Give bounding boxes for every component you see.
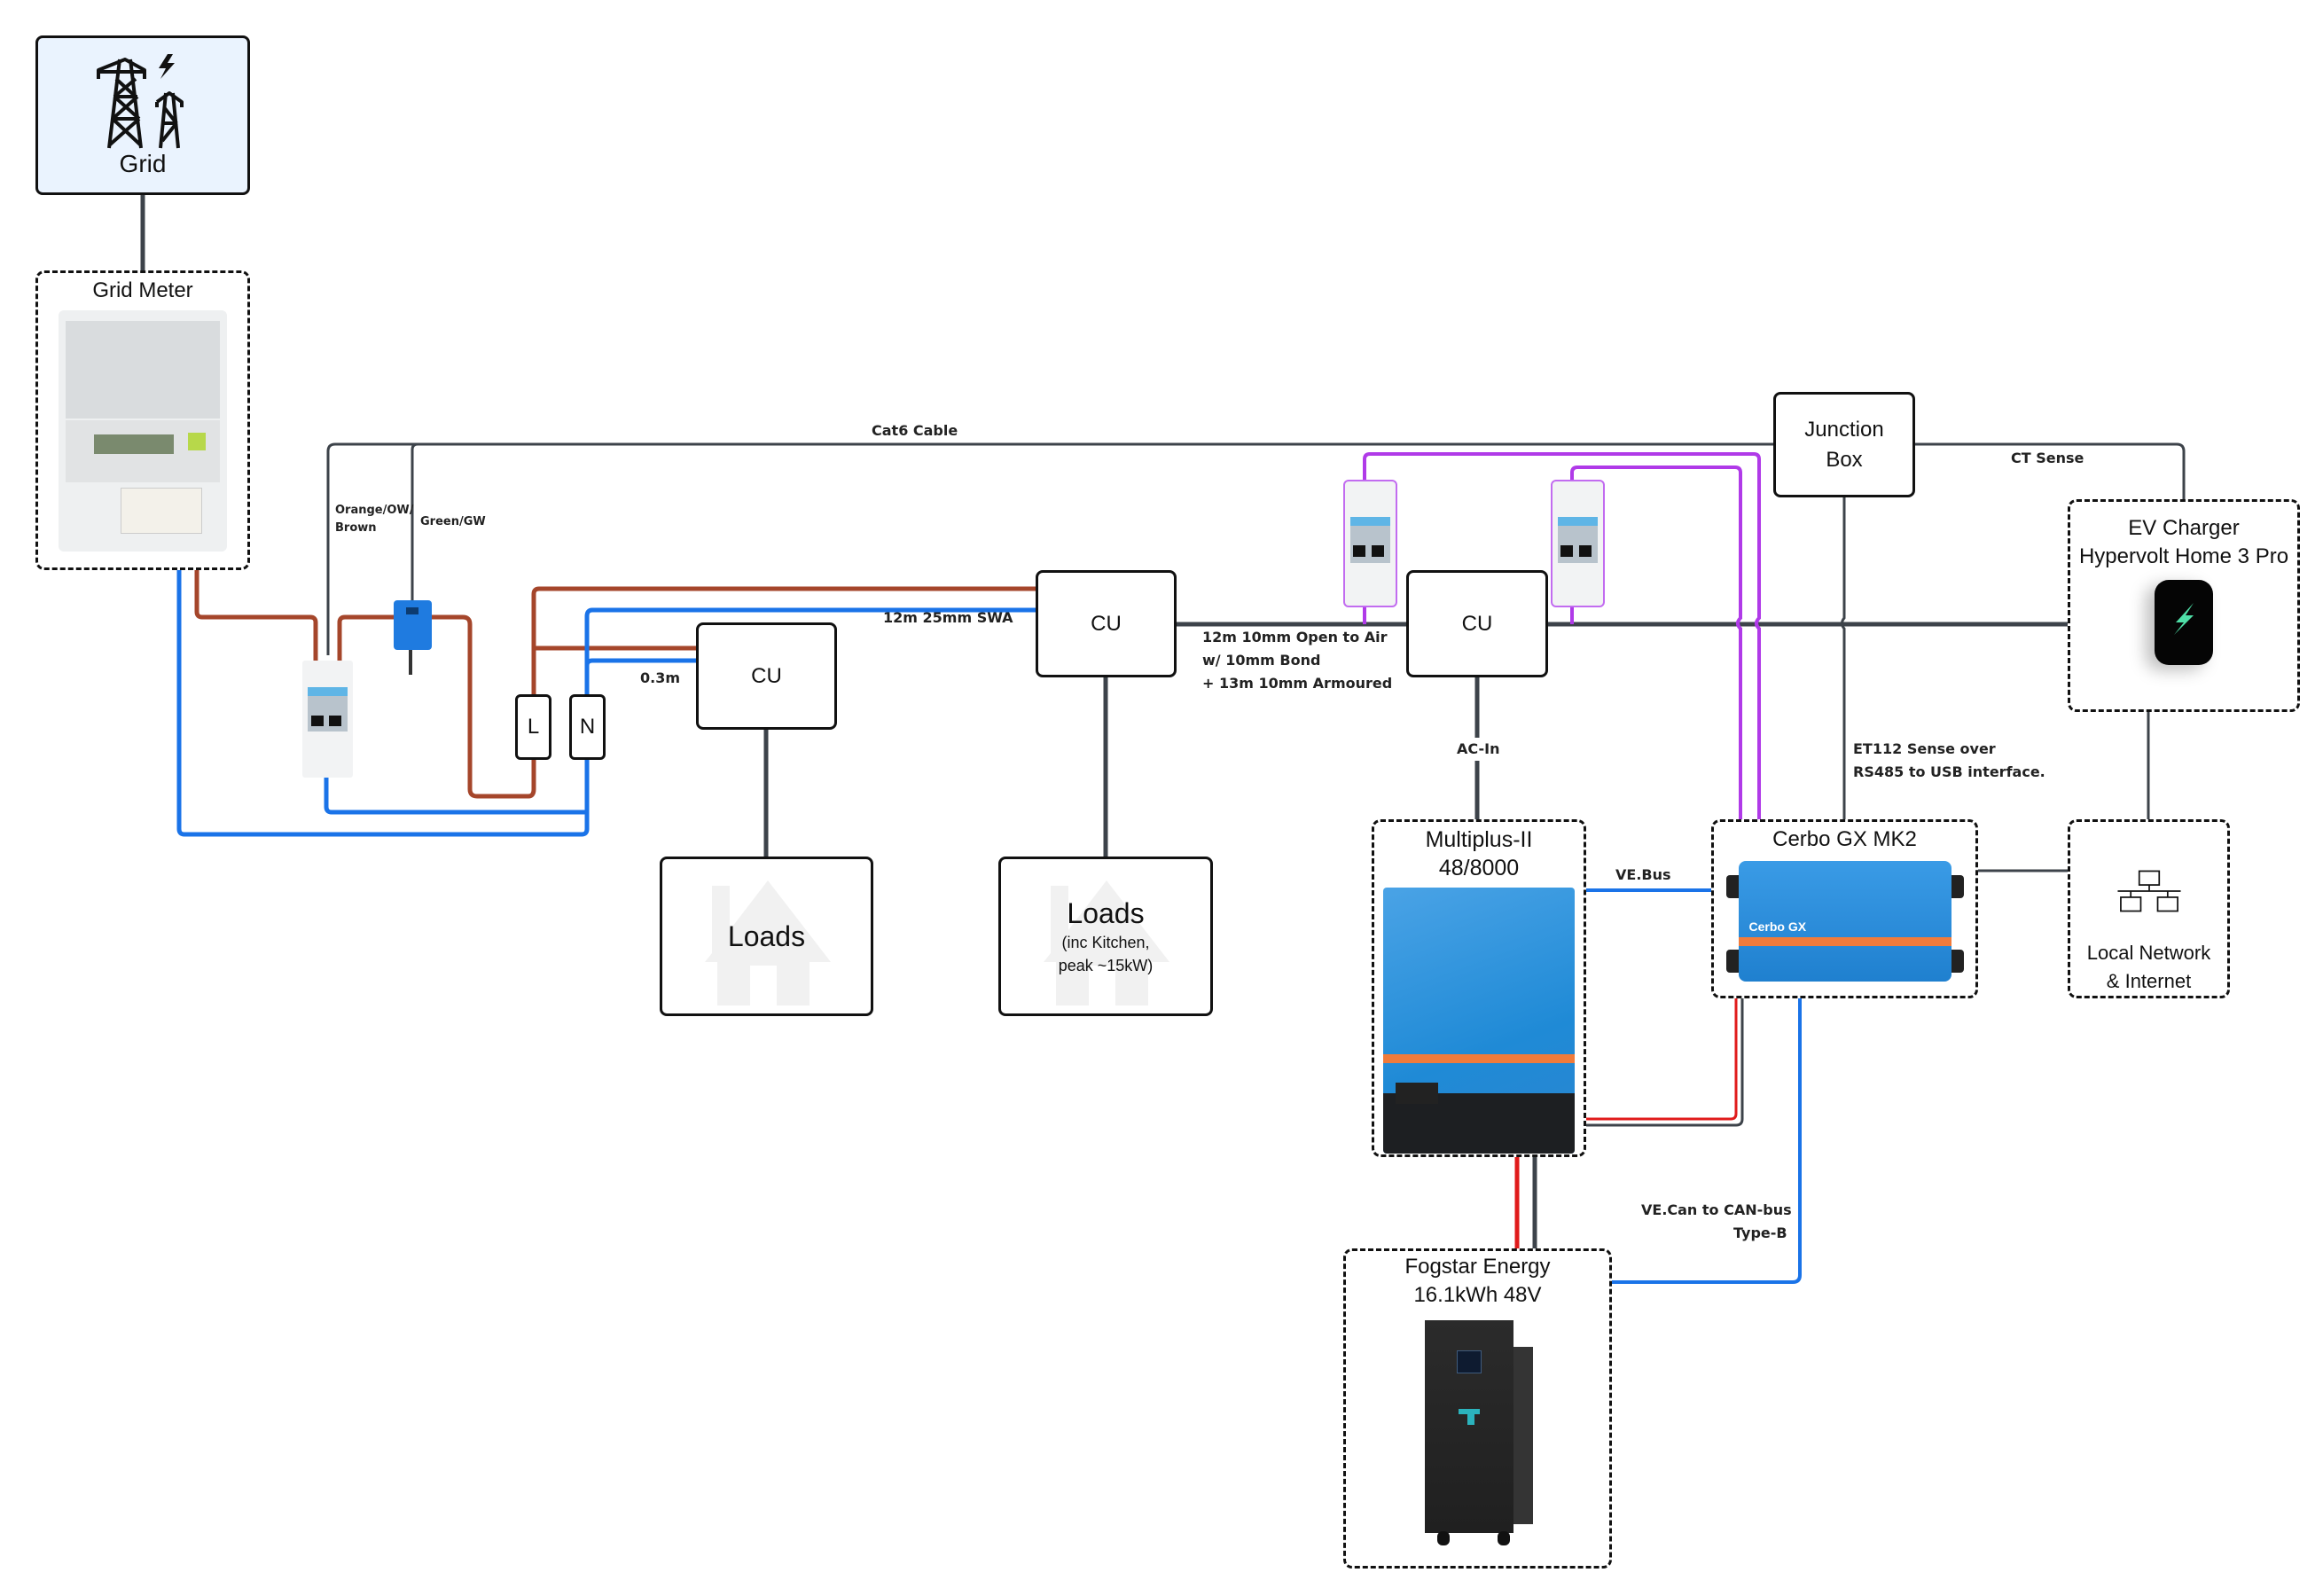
multiplus-line2: 48/8000	[1438, 856, 1520, 880]
inverter-image	[1383, 888, 1575, 1154]
cu2-label: CU	[1091, 611, 1122, 636]
open-air-label-3: + 13m 10mm Armoured	[1202, 675, 1393, 692]
cu3-label: CU	[1461, 611, 1493, 636]
battery-node[interactable]: Fogstar Energy 16.1kWh 48V	[1343, 1248, 1612, 1569]
battery-image	[1424, 1320, 1533, 1551]
multiplus-node[interactable]: Multiplus-II 48/8000	[1372, 819, 1586, 1157]
consumer-unit-2[interactable]: CU	[1036, 570, 1177, 677]
consumer-unit-1[interactable]: CU	[696, 622, 837, 730]
house-icon	[1044, 880, 1169, 1005]
et112-meter-2	[1551, 480, 1605, 607]
grid-node[interactable]: Grid	[35, 35, 250, 195]
neutral-n-to-cu1	[584, 658, 696, 667]
loads2-label: Loads	[1067, 897, 1145, 929]
swa-label: 12m 25mm SWA	[883, 609, 1013, 626]
house-icon	[705, 880, 831, 1005]
battery-line2: 16.1kWh 48V	[1413, 1283, 1542, 1307]
ac-in-label: AC-In	[1457, 738, 1500, 761]
et112-link-2	[1570, 466, 1742, 819]
live-et112-to-ct	[337, 614, 536, 799]
ct-sense-label: CT Sense	[2011, 450, 2084, 466]
ev-charger-line1: EV Charger	[2128, 516, 2240, 540]
loads1-label: Loads	[727, 920, 806, 952]
grid-meter-node[interactable]: Grid Meter	[35, 270, 250, 570]
grid-meter-label: Grid Meter	[92, 278, 193, 302]
live-terminal-block[interactable]: L	[515, 694, 551, 760]
neutral-terminal-label: N	[579, 715, 596, 739]
green-gw-label: Green/GW	[420, 515, 486, 528]
cu1-label: CU	[751, 663, 782, 688]
et112-rs485-cable	[1841, 497, 1846, 819]
power-pylon-icon	[97, 54, 184, 149]
neutral-n-to-cu2	[584, 607, 1036, 694]
ct-clamp-lead	[409, 650, 412, 675]
local-network-line1: Local Network	[2086, 942, 2211, 964]
ev-charger-image	[2155, 580, 2213, 665]
orange-brown-label-1: Orange/OW/	[335, 504, 414, 517]
et112-sense-label-1: ET112 Sense over	[1853, 740, 1996, 757]
local-network-node[interactable]: Local Network & Internet	[2068, 819, 2230, 998]
short-run-label: 0.3m	[640, 669, 681, 686]
vecan-wire	[1612, 998, 1802, 1284]
vecan-label-1: VE.Can to CAN-bus	[1641, 1201, 1792, 1218]
consumer-unit-3[interactable]: CU	[1406, 570, 1548, 677]
open-air-label-2: w/ 10mm Bond	[1202, 652, 1321, 669]
neutral-terminal-block[interactable]: N	[569, 694, 606, 760]
cerbo-gx-node[interactable]: Cerbo GX MK2 Cerbo GX	[1711, 819, 1978, 998]
et112-meter-1	[1343, 480, 1397, 607]
ev-charger-line2: Hypervolt Home 3 Pro	[2078, 544, 2289, 568]
neutral-meter-to-n	[176, 570, 590, 837]
vecan-label-2: Type-B	[1733, 1224, 1787, 1241]
junction-box-node[interactable]: Junction Box	[1773, 392, 1915, 497]
et112-meter-grid	[302, 661, 353, 778]
et112-link-1	[1363, 452, 1761, 819]
loads-node-2[interactable]: Loads (inc Kitchen, peak ~15kW)	[998, 857, 1213, 1016]
live-terminal-label: L	[527, 715, 540, 739]
et112-sense-label-2: RS485 to USB interface.	[1853, 763, 2045, 780]
smart-meter-image	[59, 310, 227, 552]
network-icon	[2116, 870, 2181, 912]
cerbo-device-text: Cerbo GX	[1748, 919, 1807, 934]
cerbo-power-negative	[1586, 998, 1744, 1127]
ct-clamp	[394, 600, 432, 650]
orange-brown-label-2: Brown	[335, 521, 377, 535]
cerbo-label: Cerbo GX MK2	[1772, 827, 1917, 851]
multiplus-line1: Multiplus-II	[1425, 827, 1533, 852]
loads-node-1[interactable]: Loads	[660, 857, 873, 1016]
loads2-sublabel-1: (inc Kitchen,	[1061, 934, 1150, 951]
cat6-label: Cat6 Cable	[872, 422, 958, 439]
grid-label: Grid	[119, 150, 167, 177]
ev-charger-node[interactable]: EV Charger Hypervolt Home 3 Pro	[2068, 499, 2300, 712]
loads2-sublabel-2: peak ~15kW)	[1058, 957, 1154, 974]
live-meter-to-et112	[194, 570, 318, 661]
live-l-to-cu2	[531, 586, 1036, 694]
local-network-line2: & Internet	[2106, 970, 2192, 992]
vebus-label: VE.Bus	[1615, 866, 1671, 883]
cat6-cable	[326, 442, 1773, 655]
junction-box-line2: Box	[1826, 447, 1863, 472]
open-air-label-1: 12m 10mm Open to Air	[1202, 629, 1388, 645]
cerbo-power-positive	[1586, 998, 1738, 1121]
ct-sense-cable	[1915, 442, 2186, 499]
junction-box-line1: Junction	[1804, 417, 1884, 442]
neutral-et112-to-n	[324, 778, 587, 815]
green-gw-cable	[411, 442, 418, 600]
cerbo-gx-image: Cerbo GX	[1725, 861, 1964, 982]
battery-line1: Fogstar Energy	[1404, 1255, 1551, 1279]
